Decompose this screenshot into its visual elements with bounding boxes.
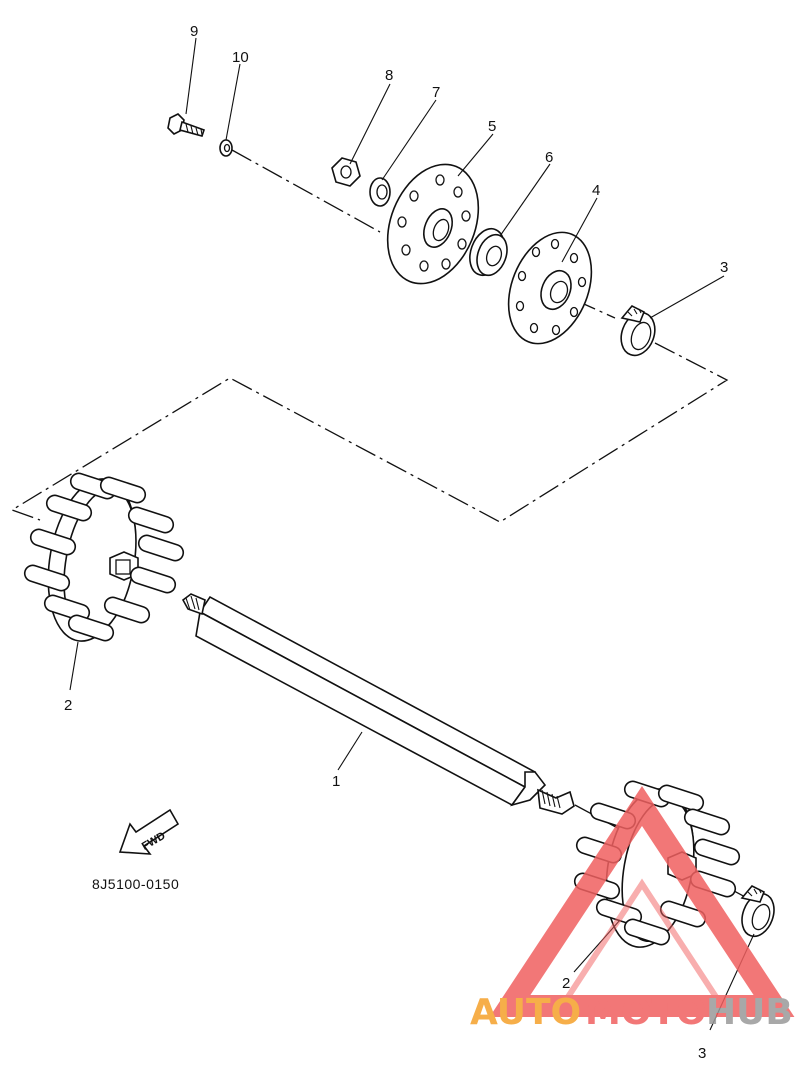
label-7: 7 <box>432 84 440 101</box>
watermark-text-moto: MOTO <box>585 992 707 1033</box>
bearing <box>469 227 508 277</box>
clamp-upper <box>620 305 656 357</box>
inner-flange <box>507 231 593 345</box>
label-9: 9 <box>190 23 198 40</box>
label-8: 8 <box>385 67 393 84</box>
part-labels: 9 10 8 7 5 6 4 3 2 1 2 3 <box>64 23 728 1062</box>
clamp-lower <box>740 885 775 938</box>
washer-small <box>219 139 233 157</box>
drive-shaft <box>181 593 575 815</box>
watermark-text-auto: AUTO <box>470 992 581 1033</box>
outer-flange <box>386 163 480 285</box>
bolt <box>167 113 206 137</box>
label-2-right: 2 <box>562 975 570 992</box>
label-1: 1 <box>332 773 340 790</box>
sprocket-teeth <box>23 472 185 642</box>
forward-arrow-icon: FWD <box>118 808 180 855</box>
label-10: 10 <box>232 49 249 66</box>
label-2-left: 2 <box>64 697 72 714</box>
label-6: 6 <box>545 149 553 166</box>
drawing-code: 8J5100-0150 <box>92 876 179 892</box>
label-5: 5 <box>488 118 496 135</box>
washer <box>369 177 391 207</box>
watermark-logo: AUTO MOTO HUB <box>470 786 795 1033</box>
label-3-upper: 3 <box>720 259 728 276</box>
nut <box>331 157 361 187</box>
watermark-text-hub: HUB <box>706 992 793 1033</box>
label-4: 4 <box>592 182 600 199</box>
label-3-lower: 3 <box>698 1045 706 1062</box>
sprocket-left <box>23 472 185 642</box>
